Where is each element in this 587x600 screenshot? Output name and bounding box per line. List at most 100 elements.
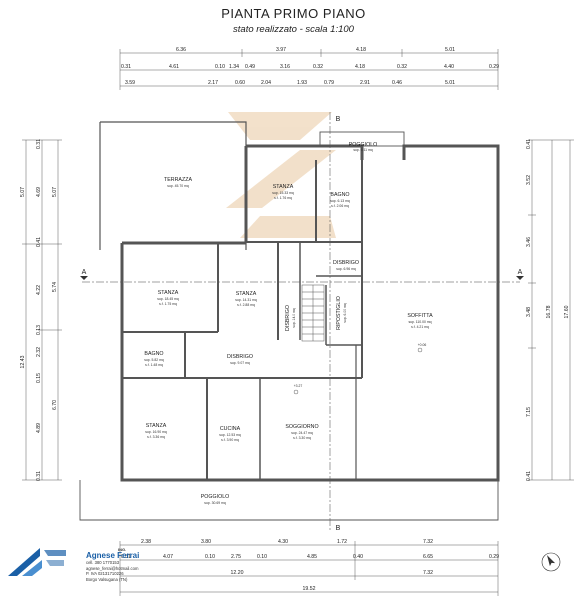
svg-text:BAGNO: BAGNO — [144, 351, 163, 357]
svg-text:sup. 6.00 mq: sup. 6.00 mq — [343, 303, 347, 323]
dim-label: 0.31 — [121, 554, 131, 560]
room-ripostiglio: RIPOSTIGLIO sup. 6.00 mq — [336, 296, 347, 330]
svg-text:BAGNO: BAGNO — [330, 192, 349, 198]
svg-text:SOFFITTA: SOFFITTA — [407, 313, 433, 319]
dim-label: 0.41 — [36, 237, 42, 247]
dim-label: 0.10 — [215, 64, 225, 70]
room-stanza-mid: STANZA sup. 14.31 mq s.f. 2.88 mq — [235, 291, 257, 307]
dim-label: 5.01 — [445, 47, 455, 53]
dim-label: 0.10 — [205, 554, 215, 560]
dim-label: 5.74 — [52, 282, 58, 292]
svg-text:s.f. 1.75 mq: s.f. 1.75 mq — [159, 302, 177, 306]
dim-label: 0.40 — [353, 554, 363, 560]
svg-text:sup. 30.69 mq: sup. 30.69 mq — [204, 501, 226, 505]
dim-label: 3.48 — [526, 307, 532, 317]
dim-label: 4.07 — [163, 554, 173, 560]
svg-text:DISBRIGO: DISBRIGO — [285, 305, 291, 331]
credit-phone: cell. 380 1770153 — [86, 560, 120, 565]
left-dimension-labels: 5.07 12.43 0.31 4.69 0.41 4.22 0.13 2.32… — [20, 139, 58, 481]
svg-text:sup. 5.82 mq: sup. 5.82 mq — [144, 358, 164, 362]
company-logo — [8, 548, 66, 576]
svg-text:CUCINA: CUCINA — [220, 426, 241, 432]
dim-label: 0.41 — [526, 139, 532, 149]
dim-label: 0.31 — [36, 139, 42, 149]
top-dimension-lines — [119, 49, 499, 90]
svg-text:s.f. 2.06 mq: s.f. 2.06 mq — [331, 204, 349, 208]
dim-label: 3.80 — [201, 539, 211, 545]
bottom-dimension-lines — [119, 541, 499, 596]
dim-label: 2.17 — [208, 80, 218, 86]
room-stanza-left: STANZA sup. 18.45 mq s.f. 1.75 mq — [157, 290, 179, 306]
dim-label: 0.60 — [235, 80, 245, 86]
dim-label: 4.40 — [444, 64, 454, 70]
dim-label: 4.85 — [307, 554, 317, 560]
svg-text:sup. 18.45 mq: sup. 18.45 mq — [157, 297, 179, 301]
dim-label: 4.18 — [355, 64, 365, 70]
room-bagno-top: BAGNO sup. 6.13 mq s.f. 2.06 mq — [330, 192, 350, 208]
dim-label: 0.13 — [36, 325, 42, 335]
dim-label: 12.43 — [20, 355, 26, 368]
svg-text:s.f. 1.48 mq: s.f. 1.48 mq — [145, 363, 163, 367]
page-subtitle: stato realizzato - scala 1:100 — [233, 24, 354, 35]
dim-label: 16.78 — [546, 305, 552, 318]
svg-text:sup. 14.0 mq: sup. 14.0 mq — [292, 308, 296, 328]
svg-text:sup. 15.33 mq: sup. 15.33 mq — [272, 191, 294, 195]
svg-text:s.f. 3.36 mq: s.f. 3.36 mq — [147, 435, 165, 439]
svg-text:RIPOSTIGLIO: RIPOSTIGLIO — [336, 296, 342, 330]
dim-label: 5.07 — [52, 187, 58, 197]
svg-text:s.f. 3.90 mq: s.f. 3.90 mq — [221, 438, 239, 442]
balconies — [79, 131, 499, 521]
dim-label: 4.69 — [36, 187, 42, 197]
dim-label: 5.07 — [20, 187, 26, 197]
svg-text:sup. 12.53 mq: sup. 12.53 mq — [219, 433, 241, 437]
dim-label: 6.70 — [52, 400, 58, 410]
dim-label: 7.32 — [423, 539, 433, 545]
credit-vat: P. IVA 02131710226 — [86, 571, 124, 577]
credit-email: agnese_ferrai@hotmail.com — [86, 565, 139, 571]
level-soffitta: +0.06 — [418, 343, 427, 347]
dim-label: 2.04 — [261, 80, 271, 86]
dim-label: 2.32 — [36, 347, 42, 357]
room-poggiolo-top: POGGIOLO sup. 6.11 mq — [349, 142, 378, 152]
section-line-a: A A — [80, 269, 524, 283]
dim-label: 0.10 — [257, 554, 267, 560]
svg-text:sup. 6.13 mq: sup. 6.13 mq — [330, 199, 350, 203]
dim-label: 4.61 — [169, 64, 179, 70]
room-poggiolo-bottom: POGGIOLO sup. 30.69 mq — [201, 494, 230, 505]
dim-label: 0.31 — [36, 471, 42, 481]
north-arrow-icon — [541, 552, 561, 572]
dim-label: 7.32 — [423, 570, 433, 576]
room-stanza-bottom: STANZA sup. 16.90 mq s.f. 3.36 mq — [145, 423, 167, 439]
dim-label: 3.46 — [526, 237, 532, 247]
room-labels: TERRAZZA sup. 45.70 mq POGGIOLO sup. 6.1… — [144, 142, 433, 505]
dim-label: 0.32 — [397, 64, 407, 70]
svg-text:STANZA: STANZA — [236, 291, 257, 297]
page-title: PIANTA PRIMO PIANO — [221, 6, 366, 21]
svg-text:DISBRIGO: DISBRIGO — [227, 354, 253, 360]
section-a-label-right: A — [518, 269, 523, 276]
section-line-b: B B — [329, 112, 341, 532]
dim-label: 0.49 — [245, 64, 255, 70]
svg-text:STANZA: STANZA — [146, 423, 167, 429]
dim-label: 1.72 — [337, 539, 347, 545]
right-dimension-labels: 0.41 3.52 3.46 3.48 7.15 0.41 16.78 17.6… — [526, 139, 570, 481]
dim-label: 4.89 — [36, 423, 42, 433]
svg-text:s.f. 2.88 mq: s.f. 2.88 mq — [237, 303, 255, 307]
svg-text:STANZA: STANZA — [158, 290, 179, 296]
dim-label: 4.18 — [356, 47, 366, 53]
svg-text:DISBRIGO: DISBRIGO — [333, 260, 359, 266]
dim-label: 2.91 — [360, 80, 370, 86]
room-disbrigo-center: DISBRIGO sup. 9.07 mq — [227, 354, 253, 365]
svg-text:sup. 6.11 mq: sup. 6.11 mq — [353, 148, 372, 152]
svg-text:sup. 24.47 mq: sup. 24.47 mq — [291, 431, 313, 435]
credit-title: ING. — [118, 547, 127, 552]
level-markers: +0.06 +3.27 — [294, 343, 427, 395]
section-a-label-left: A — [82, 269, 87, 276]
staircase — [301, 284, 325, 342]
svg-text:POGGIOLO: POGGIOLO — [349, 142, 378, 148]
walls — [99, 121, 500, 482]
bottom-dimension-labels: 2.38 3.80 4.30 1.72 7.32 0.31 4.07 0.10 … — [121, 539, 499, 592]
dim-label: 0.29 — [489, 554, 499, 560]
dim-label: 7.15 — [526, 407, 532, 417]
